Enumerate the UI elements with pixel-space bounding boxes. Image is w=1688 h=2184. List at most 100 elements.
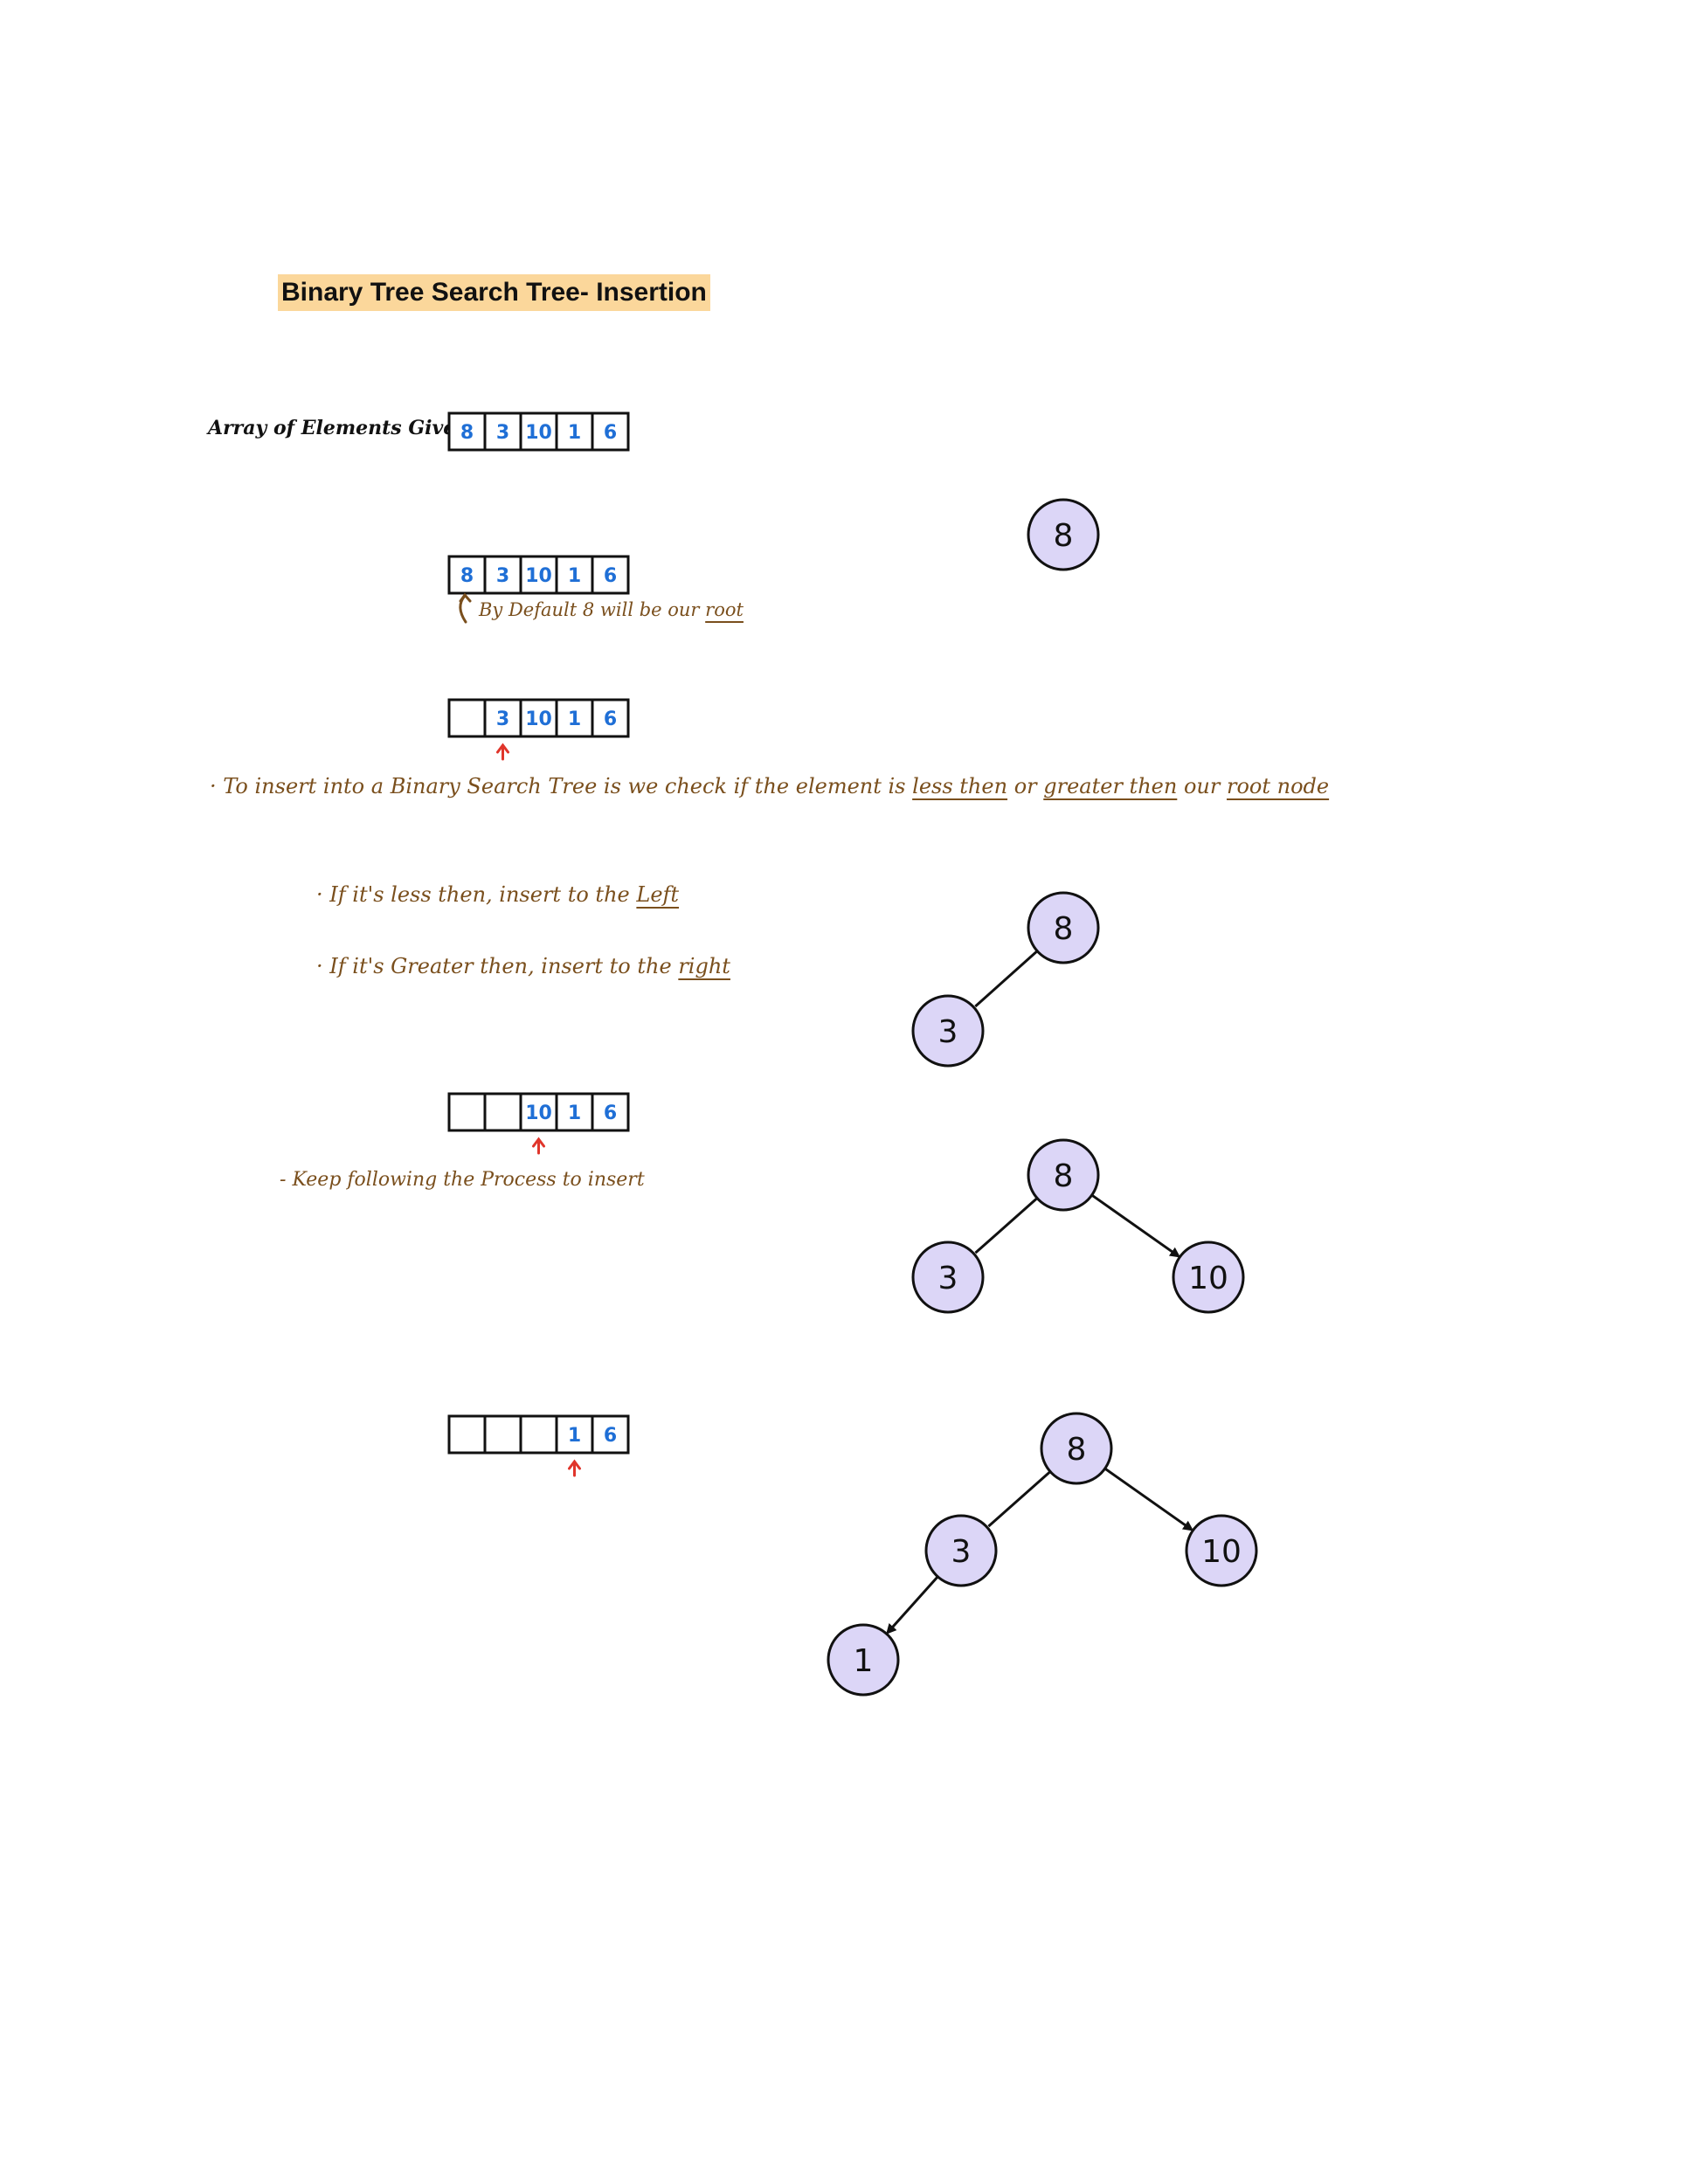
greater-then-word: greater then [1043,774,1178,798]
array-cell [555,411,594,452]
default-root-text: By Default 8 will be our [479,599,700,620]
root-node-word: root node [1226,774,1330,798]
array-cell [519,411,558,452]
array-cell-value: 6 [604,422,617,444]
pointer-arrow [568,1459,581,1477]
array-cell-value: 1 [568,422,581,444]
tree-node [911,994,985,1068]
tree-node [1027,1138,1100,1212]
page-title: Binary Tree Search Tree- Insertion [278,274,710,311]
right-rule-note: · If it's Greater then, insert to the ri… [316,954,730,978]
right-word: right [678,954,730,978]
tree-edge [974,950,1039,1008]
array-cell-value: 3 [496,565,509,587]
tree-node-label: 3 [951,1534,972,1570]
array-cell-value: 6 [604,708,617,730]
left-rule-note: · If it's less then, insert to the Left [316,882,679,907]
array-cell [483,555,522,595]
less-then-word: less then [912,774,1008,798]
array-cell [519,1414,558,1455]
tree-node-label: 3 [938,1014,958,1050]
array-cell-value: 8 [460,565,474,587]
tree-node [827,1623,900,1697]
array-cell [591,555,630,595]
tree-edge [886,1575,939,1635]
tree-node-label: 1 [854,1643,874,1679]
pointer-arrow [496,743,509,761]
bullet-dot: · [316,882,323,907]
tree-node-label: 8 [1067,1432,1087,1468]
tree-node-label: 3 [938,1261,958,1296]
array-cell [447,411,487,452]
bst-tree: 8 [1027,498,1100,571]
array-cell-value: 6 [604,565,617,587]
tree-node-label: 8 [1054,911,1074,947]
array-cell [483,411,522,452]
array-box: 3 10 1 6 [447,698,630,738]
tree-edge [1103,1467,1194,1531]
array-cell [447,698,487,738]
bst-tree: 83 [911,891,1100,1068]
array-cell-value: 3 [496,708,509,730]
bullet-dot: · [316,954,323,978]
keep-following-text: Keep following the Process to insert [292,1169,645,1191]
keep-following-note: - Keep following the Process to insert [280,1169,645,1191]
tree-edge [987,1470,1052,1528]
or-word: or [1013,774,1037,798]
array-cell-value: 1 [568,1102,581,1124]
array-cell [591,1414,630,1455]
tree-node-label: 8 [1054,518,1074,554]
array-cell [591,411,630,452]
bullet-dot: · [210,774,217,798]
array-cell [591,1092,630,1132]
array-cell [555,1092,594,1132]
left-rule-text: If it's less then, insert to the [329,882,630,907]
tree-node [924,1514,998,1587]
default-root-note: By Default 8 will be our root [479,599,744,620]
array-cell-value: 6 [604,1425,617,1447]
tree-node [1185,1514,1258,1587]
pointers-layer [496,743,581,1477]
array-cell-value: 1 [568,565,581,587]
our-word: our [1183,774,1221,798]
left-word: Left [636,882,680,907]
pointer-arrow [532,1137,545,1155]
tree-node [1172,1241,1245,1314]
tree-edge [974,1197,1039,1254]
tree-node-label: 10 [1201,1534,1242,1570]
array-cell-value: 1 [568,708,581,730]
array-label: Array of Elements Given: [208,417,477,439]
bst-tree: 8 3 10 1 [827,1412,1258,1697]
insert-rule-note: · To insert into a Binary Search Tree is… [210,774,1329,798]
tree-node [911,1241,985,1314]
insert-rule-text: To insert into a Binary Search Tree is w… [223,774,906,798]
tree-node [1040,1412,1113,1485]
array-cell [483,1414,522,1455]
tree-node [1027,891,1100,964]
array-cell-value: 3 [496,422,509,444]
array-cell-value: 8 [460,422,474,444]
array-cell [555,698,594,738]
array-cell [447,1414,487,1455]
right-rule-text: If it's Greater then, insert to the [329,954,672,978]
tree-node-label: 8 [1054,1158,1074,1194]
array-cell-value: 6 [604,1102,617,1124]
array-cell-value: 10 [525,708,552,730]
default-root-word: root [705,599,744,620]
array-cell-value: 10 [525,422,552,444]
tree-edge [1090,1193,1181,1258]
array-cell [483,1092,522,1132]
array-cell [447,1092,487,1132]
array-cell-value: 10 [525,565,552,587]
dash-bullet: - [280,1169,287,1191]
array-cell-value: 1 [568,1425,581,1447]
array-cell [591,698,630,738]
